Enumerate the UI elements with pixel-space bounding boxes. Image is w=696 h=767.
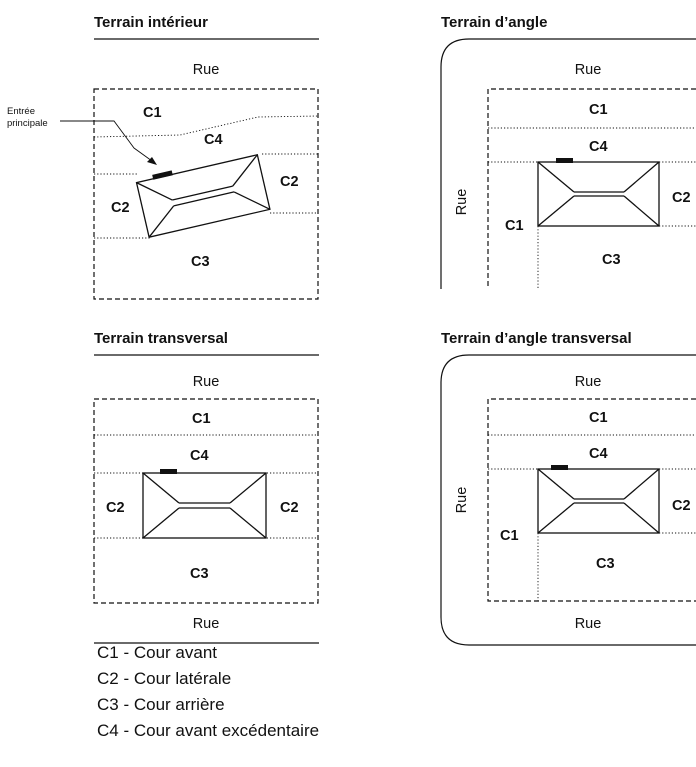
callout-arrowhead [147, 157, 157, 165]
zone-label-c4: C4 [204, 132, 223, 148]
panel-title: Terrain d’angle [441, 14, 547, 31]
zone-label-c4: C4 [589, 139, 608, 155]
zone-label-c1: C1 [589, 410, 608, 426]
callout-leader-line [60, 120, 153, 162]
house [135, 153, 271, 238]
zone-label-c2-right: C2 [672, 498, 691, 514]
street-label-top: Rue [575, 62, 602, 78]
zone-label-c1: C1 [143, 105, 162, 121]
zone-label-c3: C3 [602, 252, 621, 268]
house [537, 158, 660, 227]
zone-label-c2-right: C2 [672, 190, 691, 206]
front-setback-line [93, 115, 319, 138]
zone-label-c3: C3 [191, 254, 210, 270]
legend-item-c1: C1 - Cour avant [97, 643, 217, 662]
callout-label-line2: principale [7, 118, 48, 129]
callout-label-line1: Entrée [7, 106, 35, 117]
zone-label-c1-side: C1 [505, 218, 524, 234]
lot-boundary [93, 398, 319, 604]
main-entrance-marker [152, 170, 173, 180]
panel-interior-lot: Terrain intérieur Rue Entrée principale … [7, 14, 319, 300]
zone-label-c1-side: C1 [500, 528, 519, 544]
street-label-bottom: Rue [575, 616, 602, 632]
panel-title: Terrain transversal [94, 330, 228, 347]
zone-label-c1: C1 [589, 102, 608, 118]
zone-label-c1: C1 [192, 411, 211, 427]
legend-item-c4: C4 - Cour avant excédentaire [97, 721, 320, 740]
street-curb-corner [440, 38, 696, 289]
zone-label-c2-left: C2 [106, 500, 125, 516]
panel-title: Terrain intérieur [94, 14, 208, 31]
street-label-top: Rue [193, 62, 220, 78]
legend-item-c2: C2 - Cour latérale [97, 669, 232, 688]
street-label-bottom: Rue [193, 616, 220, 632]
lot-boundary [487, 398, 696, 602]
house [537, 465, 660, 534]
house-footprint [537, 468, 660, 534]
street-label-side: Rue [454, 189, 470, 216]
street-label-top: Rue [575, 374, 602, 390]
street-label-top: Rue [193, 374, 220, 390]
house [142, 469, 267, 539]
house-footprint [142, 472, 267, 539]
zone-label-c4: C4 [190, 448, 209, 464]
house-footprint [135, 153, 271, 238]
street-curb-corner [440, 354, 696, 646]
main-entrance-marker [556, 158, 573, 163]
house-footprint [537, 161, 660, 227]
panel-corner-lot: Terrain d’angle Rue Rue C1 C4 C1 C2 C3 [440, 14, 696, 289]
panel-corner-through-lot: Terrain d’angle transversal Rue Rue Rue … [440, 330, 696, 646]
zone-label-c2-right: C2 [280, 500, 299, 516]
zone-label-c3: C3 [596, 556, 615, 572]
zone-label-c2-left: C2 [111, 200, 130, 216]
zone-label-c4: C4 [589, 446, 608, 462]
zone-label-c3: C3 [190, 566, 209, 582]
zone-label-c2-right: C2 [280, 174, 299, 190]
legend-item-c3: C3 - Cour arrière [97, 695, 225, 714]
lot-boundary [93, 88, 319, 300]
legend: C1 - Cour avant C2 - Cour latérale C3 - … [97, 640, 319, 744]
main-entrance-marker [551, 465, 568, 470]
panel-through-lot: Terrain transversal Rue Rue C1 C4 C2 C2 … [93, 330, 319, 644]
main-entrance-marker [160, 469, 177, 474]
lot-boundary [487, 88, 696, 289]
panel-title: Terrain d’angle transversal [441, 330, 632, 347]
street-label-side: Rue [454, 487, 470, 514]
